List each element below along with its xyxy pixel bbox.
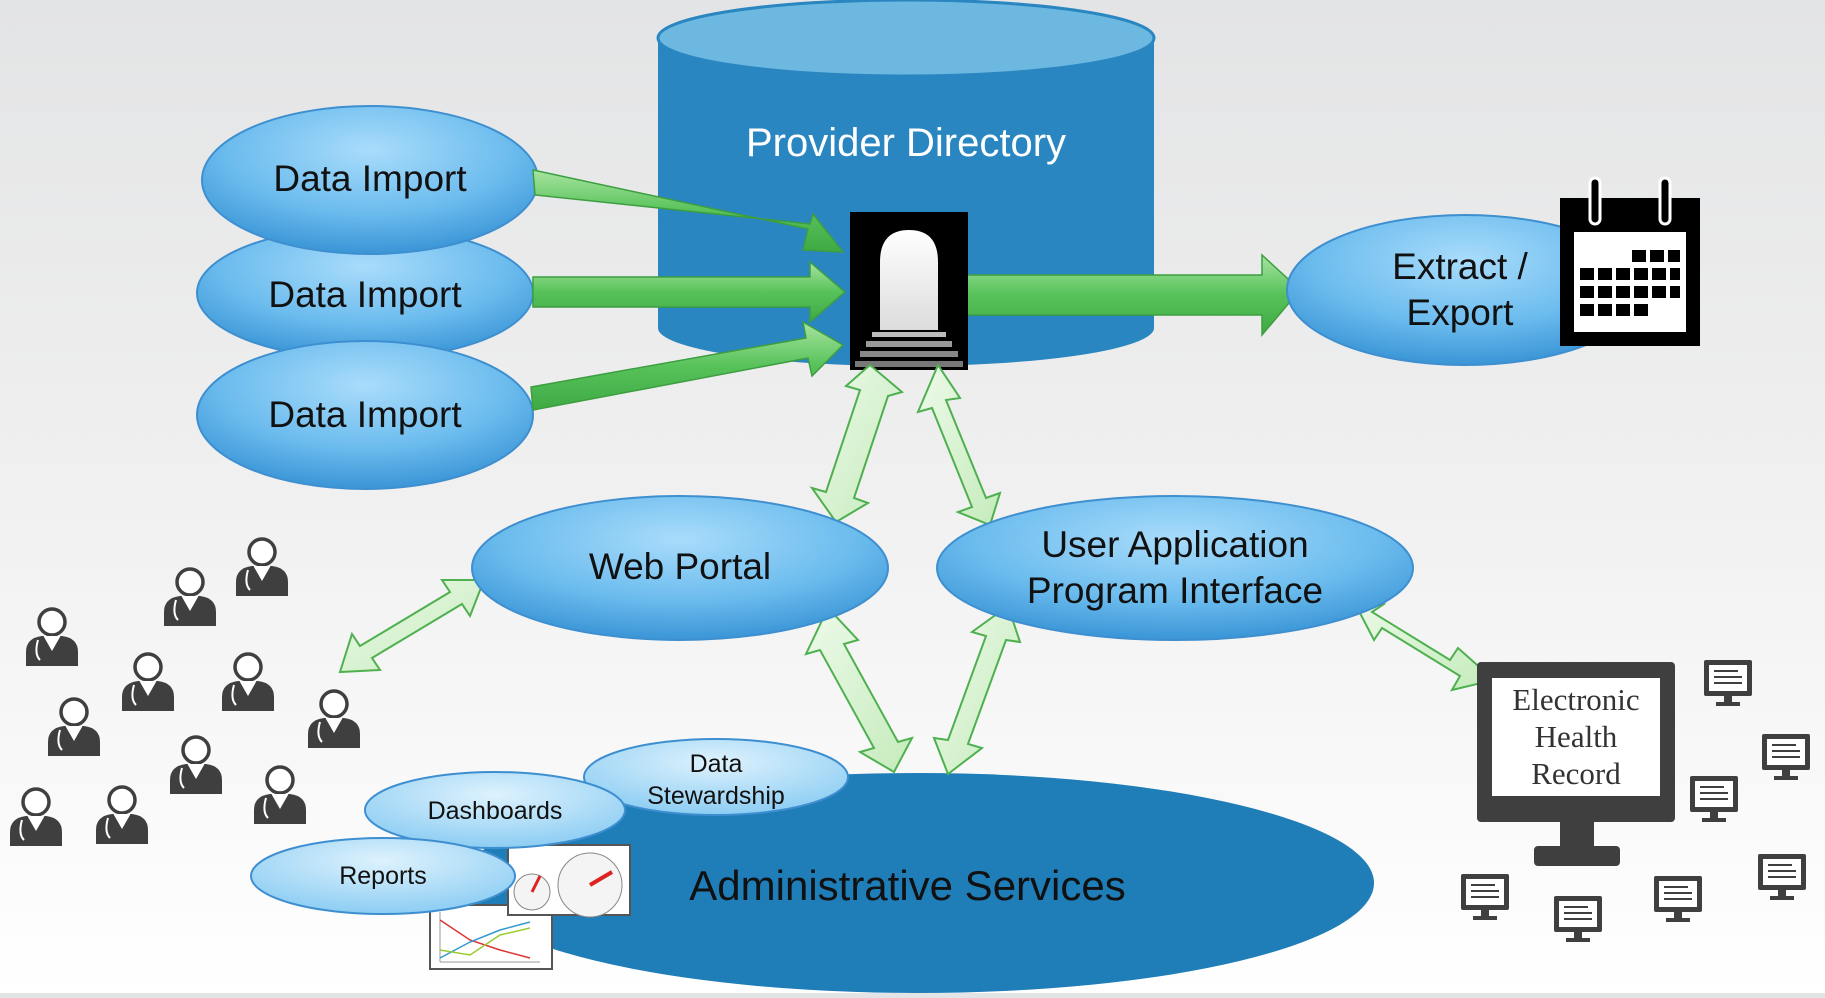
ehr-label-line3: Record [1531, 756, 1621, 791]
data-import-3-shape [196, 340, 534, 490]
administrative-services-label: Administrative Services [689, 862, 1126, 909]
clinician-user-icons [8, 537, 362, 848]
tunnel-gateway-icon [850, 212, 968, 370]
ehr-label-line1: Electronic [1512, 682, 1640, 717]
reports-label: Reports [339, 862, 427, 890]
data-import-3-label: Data Import [268, 394, 462, 435]
gauge-thumbnail [507, 844, 631, 918]
data-import-2-label: Data Import [268, 274, 462, 315]
data-stewardship-label-line2: Stewardship [647, 782, 785, 810]
data-stewardship-label-line1: Data [689, 750, 743, 778]
user-api-label-line1: User Application [1041, 524, 1309, 565]
web-portal-label: Web Portal [588, 546, 772, 587]
web-portal-shape [471, 495, 889, 641]
reports-shape [250, 837, 516, 915]
extract-export-label-line2: Export [1406, 292, 1514, 333]
ehr-label-line2: Health [1534, 719, 1618, 754]
bidirectional-arrows [338, 362, 1497, 776]
extract-export-label-line1: Extract / [1392, 246, 1528, 287]
provider-directory-label: Provider Directory [745, 121, 1067, 165]
export-arrow [965, 253, 1302, 338]
data-stewardship-shape [583, 738, 849, 816]
import-arrows [530, 169, 847, 411]
user-api-shape [936, 495, 1414, 641]
dashboards-shape [364, 771, 626, 849]
calendar-icon [1560, 176, 1700, 346]
data-import-1-label: Data Import [273, 158, 467, 199]
user-api-label-line2: Program Interface [1026, 570, 1324, 611]
ehr-monitor-icon [1477, 662, 1675, 866]
administrative-services-shape [462, 773, 1374, 993]
dashboards-label: Dashboards [427, 797, 563, 825]
